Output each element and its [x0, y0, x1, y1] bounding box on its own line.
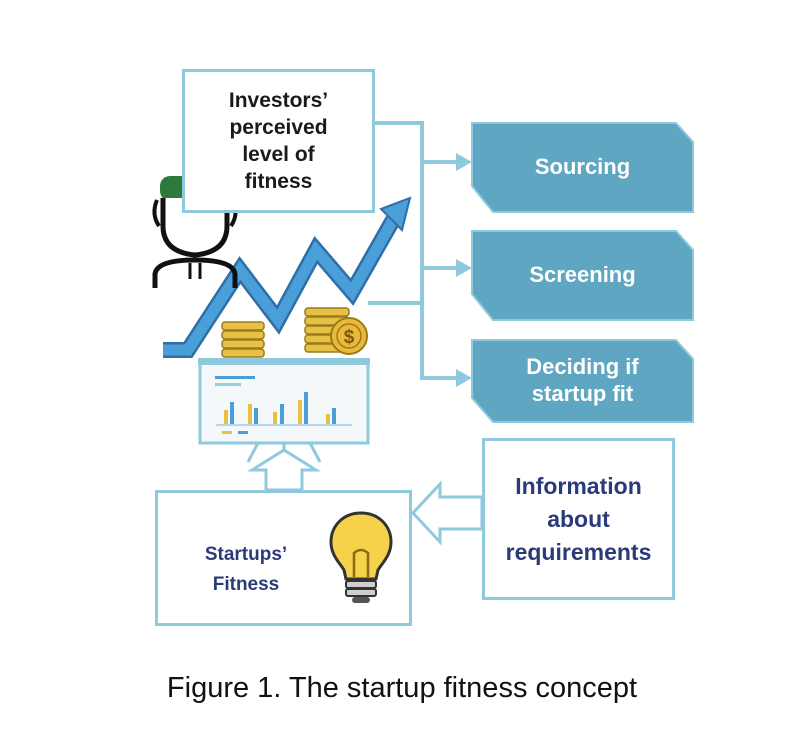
connector-investors-to-stages — [368, 121, 458, 380]
startups-fitness-box: Startups’ Fitness — [155, 490, 412, 626]
investors-label: Investors’ perceived level of fitness — [229, 87, 328, 195]
stage-box-sourcing — [471, 122, 694, 213]
stage-screening-line-1: Screening — [529, 262, 636, 287]
stage-deciding-line-1: Deciding if — [526, 354, 639, 379]
startups-line-2: Fitness — [212, 574, 280, 595]
dollar-coin-icon: $ — [330, 317, 368, 355]
connector-info-to-startups — [410, 480, 484, 546]
investors-line-2: perceived — [229, 116, 328, 139]
stage-box-deciding — [471, 339, 694, 423]
lightbulb-icon — [329, 511, 393, 603]
info-line-3: requirements — [505, 538, 652, 565]
connector-arrowheads — [456, 153, 472, 387]
startups-line-1: Startups’ — [204, 544, 288, 565]
stage-label-deciding: Deciding if startup fit — [480, 353, 685, 407]
info-line-1: Information — [515, 472, 642, 499]
growth-arrow-icon — [163, 196, 412, 358]
stage-box-screening — [471, 230, 694, 321]
stage-label-sourcing: Sourcing — [480, 153, 685, 180]
svg-text:$: $ — [344, 327, 355, 348]
investors-line-1: Investors’ — [228, 89, 329, 112]
figure-caption: Figure 1. The startup fitness concept — [166, 672, 638, 704]
info-line-2: about — [547, 505, 610, 532]
stage-deciding-line-2: startup fit — [531, 381, 634, 406]
connector-startups-to-board — [246, 448, 322, 492]
investors-line-4: fitness — [244, 170, 313, 193]
stage-sourcing-line-1: Sourcing — [534, 154, 631, 179]
investors-perceived-fitness-box: Investors’ perceived level of fitness — [182, 69, 375, 213]
info-label: Information about requirements — [506, 470, 652, 569]
information-requirements-box: Information about requirements — [482, 438, 675, 600]
stage-label-screening: Screening — [480, 261, 685, 288]
presentation-board-icon — [198, 358, 370, 463]
startups-fitness-label: Startups’ Fitness — [186, 540, 306, 600]
investors-line-3: level of — [242, 143, 315, 166]
